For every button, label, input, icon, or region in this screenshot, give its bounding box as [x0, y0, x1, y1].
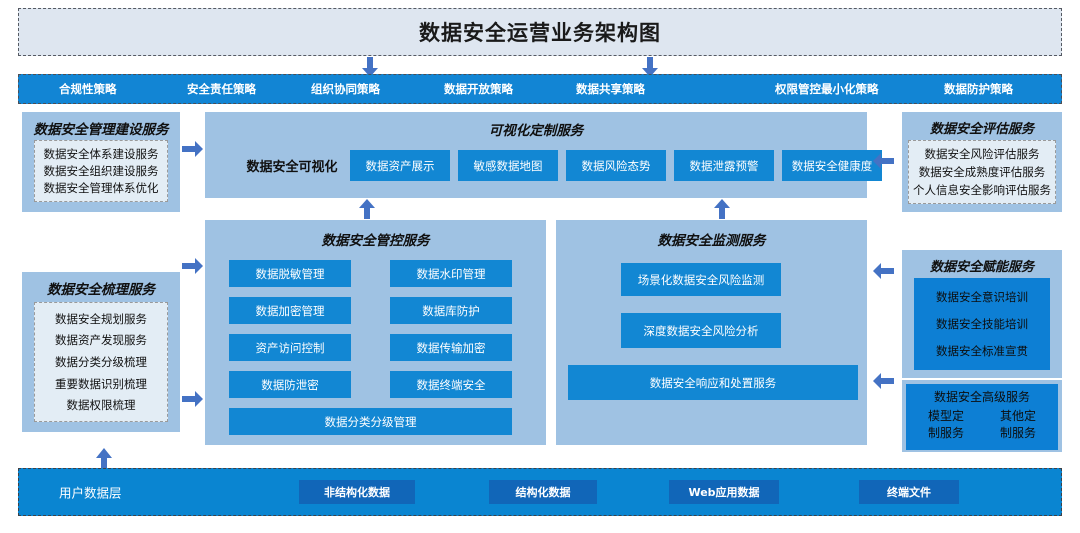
panel-control-service[interactable]: 数据安全管控服务 数据脱敏管理 数据加密管理 资产访问控制 数据防泄密 数据水印… — [205, 220, 546, 445]
panel-assessment-service[interactable]: 数据安全评估服务 数据安全风险评估服务 数据安全成熟度评估服务 个人信息安全影响… — [902, 112, 1062, 212]
assessment-item-privacy-impact: 个人信息安全影响评估服务 — [913, 183, 1051, 197]
enablement-item-awareness-training: 数据安全意识培训 — [936, 290, 1028, 305]
advanced-model-line1: 模型定 — [927, 409, 964, 423]
assessment-item-maturity: 数据安全成熟度评估服务 — [918, 165, 1046, 179]
chip-risk-situation[interactable]: 数据风险态势 — [566, 150, 666, 181]
arrow-management-to-center-icon — [182, 140, 204, 158]
enablement-item-skill-training: 数据安全技能培训 — [936, 316, 1028, 331]
advanced-service-title: 数据安全高级服务 — [933, 390, 1030, 404]
chip-endpoint-security[interactable]: 数据终端安全 — [390, 371, 512, 398]
panel-management-construction[interactable]: 数据安全管理建设服务 数据安全体系建设服务 数据安全组织建设服务 数据安全管理体… — [22, 112, 180, 212]
panel-visualization[interactable]: 可视化定制服务 数据安全可视化 数据资产展示 敏感数据地图 数据风险态势 数据泄… — [205, 112, 882, 198]
arrow-monitoring-to-enablement-icon — [872, 262, 894, 280]
chip-data-classification-management[interactable]: 数据分类分级管理 — [229, 408, 512, 435]
strategy-bar: 合规性策略 安全责任策略 组织协同策略 数据开放策略 数据共享策略 权限管控最小… — [18, 74, 1062, 104]
panel-assessment-title: 数据安全评估服务 — [929, 122, 1034, 137]
visualization-subtitle: 数据安全可视化 — [246, 160, 338, 175]
panel-visualization-title: 可视化定制服务 — [488, 123, 584, 139]
assessment-item-risk: 数据安全风险评估服务 — [924, 147, 1040, 161]
advanced-other-custom-service[interactable]: 其他定 制服务 — [986, 408, 1050, 442]
sorting-item-permission: 数据权限梳理 — [66, 398, 136, 413]
panel-advanced-service-outer[interactable]: 数据安全高级服务 模型定 制服务 其他定 制服务 — [902, 380, 1062, 452]
sorting-items-box: 数据安全规划服务 数据资产发现服务 数据分类分级梳理 重要数据识别梳理 数据权限… — [34, 302, 168, 422]
sorting-item-classification: 数据分类分级梳理 — [55, 354, 147, 369]
panel-sorting-title: 数据安全梳理服务 — [47, 282, 155, 298]
strategy-item-compliance[interactable]: 合规性策略 — [59, 82, 117, 96]
enablement-item-standard-promotion: 数据安全标准宣贯 — [936, 343, 1028, 358]
strategy-item-least-privilege[interactable]: 权限管控最小化策略 — [775, 82, 879, 96]
chip-asset-display[interactable]: 数据资产展示 — [350, 150, 450, 181]
advanced-other-line2: 制服务 — [999, 426, 1036, 440]
chip-response-disposal-service[interactable]: 数据安全响应和处置服务 — [568, 365, 858, 400]
management-item-organization: 数据安全组织建设服务 — [43, 163, 159, 178]
strategy-item-data-protection[interactable]: 数据防护策略 — [944, 82, 1013, 96]
management-item-system: 数据安全体系建设服务 — [43, 146, 159, 161]
management-items-box: 数据安全体系建设服务 数据安全组织建设服务 数据安全管理体系优化 — [34, 140, 168, 202]
advanced-model-custom-service[interactable]: 模型定 制服务 — [914, 408, 978, 442]
panel-control-title: 数据安全管控服务 — [321, 233, 430, 249]
chip-asset-access-control[interactable]: 资产访问控制 — [229, 334, 351, 361]
strategy-arrow-right-icon — [641, 57, 659, 77]
management-item-optimization: 数据安全管理体系优化 — [43, 181, 159, 196]
chip-deep-risk-analysis[interactable]: 深度数据安全风险分析 — [621, 313, 781, 348]
panel-monitoring-service[interactable]: 数据安全监测服务 场景化数据安全风险监测 深度数据安全风险分析 数据安全响应和处… — [556, 220, 867, 445]
chip-transmission-encryption[interactable]: 数据传输加密 — [390, 334, 512, 361]
panel-advanced-service[interactable]: 数据安全高级服务 模型定 制服务 其他定 制服务 — [906, 384, 1058, 450]
advanced-model-line2: 制服务 — [927, 426, 964, 440]
panel-enablement-title: 数据安全赋能服务 — [929, 260, 1034, 275]
arrow-monitoring-to-visualization-icon — [713, 199, 731, 219]
strategy-arrow-left-icon — [361, 57, 379, 77]
bottom-chip-unstructured-data[interactable]: 非结构化数据 — [299, 480, 415, 504]
page-title: 数据安全运营业务架构图 — [419, 20, 661, 45]
chip-data-masking[interactable]: 数据脱敏管理 — [229, 260, 351, 287]
diagram-title-box: 数据安全运营业务架构图 — [18, 8, 1062, 56]
chip-scenario-risk-monitoring[interactable]: 场景化数据安全风险监测 — [621, 263, 781, 296]
bottom-bar-label: 用户数据层 — [59, 485, 122, 501]
sorting-item-important-data: 重要数据识别梳理 — [55, 376, 147, 391]
chip-database-protection[interactable]: 数据库防护 — [390, 297, 512, 324]
chip-leak-warning[interactable]: 数据泄露预警 — [674, 150, 774, 181]
bottom-chip-web-app-data[interactable]: Web应用数据 — [669, 480, 779, 504]
arrow-datalayer-to-sorting-icon — [95, 448, 113, 470]
panel-data-sorting[interactable]: 数据安全梳理服务 数据安全规划服务 数据资产发现服务 数据分类分级梳理 重要数据… — [22, 272, 180, 432]
bottom-chip-endpoint-files[interactable]: 终端文件 — [859, 480, 959, 504]
sorting-item-planning: 数据安全规划服务 — [55, 311, 147, 326]
strategy-item-responsibility[interactable]: 安全责任策略 — [187, 82, 256, 96]
advanced-other-line1: 其他定 — [999, 409, 1036, 423]
arrow-sorting-to-control-lower-icon — [182, 390, 204, 408]
assessment-items-box: 数据安全风险评估服务 数据安全成熟度评估服务 个人信息安全影响评估服务 — [908, 140, 1056, 204]
strategy-item-data-share[interactable]: 数据共享策略 — [576, 82, 645, 96]
chip-leak-prevention[interactable]: 数据防泄密 — [229, 371, 351, 398]
strategy-item-data-open[interactable]: 数据开放策略 — [444, 82, 513, 96]
panel-monitoring-title: 数据安全监测服务 — [657, 233, 766, 249]
arrow-center-to-assessment-icon — [872, 152, 894, 170]
bottom-data-layer-bar: 用户数据层 非结构化数据 结构化数据 Web应用数据 终端文件 — [18, 468, 1062, 516]
chip-sensitive-data-map[interactable]: 敏感数据地图 — [458, 150, 558, 181]
chip-data-encryption[interactable]: 数据加密管理 — [229, 297, 351, 324]
arrow-monitoring-to-advanced-icon — [872, 372, 894, 390]
chip-health-score[interactable]: 数据安全健康度 — [782, 150, 882, 181]
strategy-item-organization[interactable]: 组织协同策略 — [311, 82, 380, 96]
panel-enablement-service[interactable]: 数据安全赋能服务 数据安全意识培训 数据安全技能培训 数据安全标准宣贯 — [902, 250, 1062, 378]
sorting-item-discovery: 数据资产发现服务 — [55, 333, 147, 348]
arrow-control-to-visualization-icon — [358, 199, 376, 219]
arrow-sorting-to-control-upper-icon — [182, 257, 204, 275]
chip-data-watermark[interactable]: 数据水印管理 — [390, 260, 512, 287]
panel-management-title: 数据安全管理建设服务 — [33, 122, 169, 138]
bottom-chip-structured-data[interactable]: 结构化数据 — [489, 480, 597, 504]
enablement-items-box: 数据安全意识培训 数据安全技能培训 数据安全标准宣贯 — [914, 278, 1050, 370]
